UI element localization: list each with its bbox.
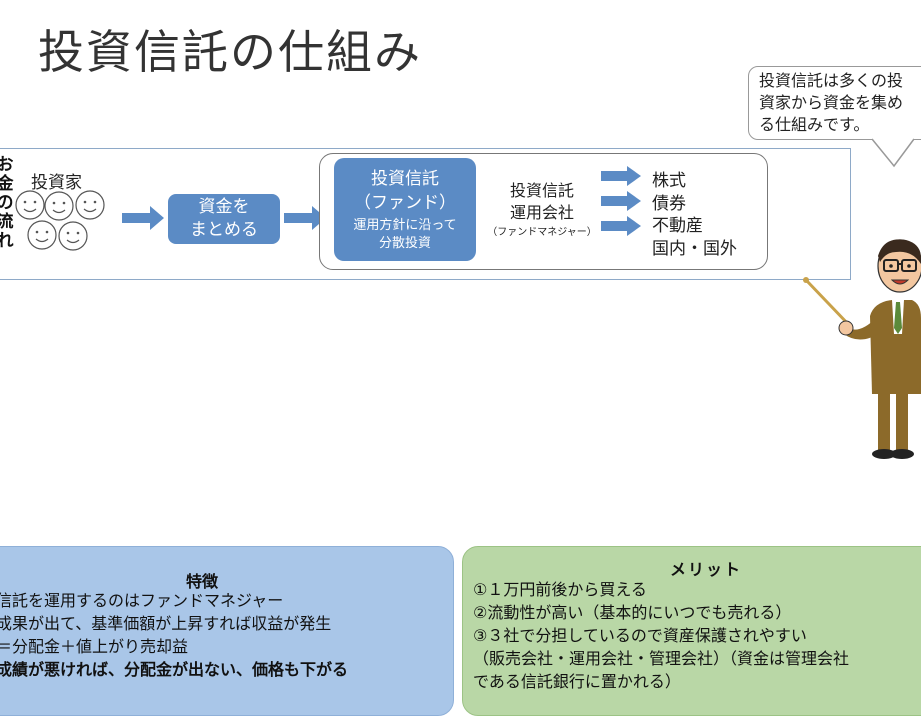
- investment-targets: 株式 債券 不動産 国内・国外: [652, 170, 737, 260]
- investment-trust-box: 投資信託 （ファンド） 運用方針に沿って 分散投資: [334, 158, 476, 261]
- features-title: 特徴: [186, 572, 219, 591]
- features-list: 資信託を運用するのはファンドマネジャー 用成果が出て、基準価額が上昇すれば収益が…: [0, 589, 450, 681]
- speech-bubble: 投資信託は多くの投 資家から資金を集め る仕組みです。: [748, 66, 921, 140]
- page-title: 投資信託の仕組み: [38, 25, 422, 79]
- company-line: 投資信託: [509, 181, 574, 200]
- money-flow-char: 流: [0, 212, 14, 232]
- bubble-line: 資家から資金を集め: [759, 93, 904, 112]
- money-flow-char: の: [0, 193, 14, 213]
- merits-list: ①１万円前後から買える ②流動性が高い（基本的にいつでも売れる） ③３社で分担し…: [473, 578, 849, 693]
- flow-arrow-icon: [122, 206, 164, 230]
- fund-main-line: 投資信託: [371, 168, 439, 189]
- features-panel: [0, 546, 454, 716]
- money-flow-char: 金: [0, 174, 14, 194]
- investor-faces-icon: [15, 190, 105, 251]
- target-item: 債券: [652, 193, 686, 214]
- bubble-line: る仕組みです。: [759, 115, 870, 134]
- target-item: 国内・国外: [652, 238, 737, 259]
- fund-main-line: （ファンド）: [354, 192, 456, 213]
- money-flow-label: お 金 の 流 れ: [0, 156, 16, 251]
- flow-arrow-icon: [284, 206, 326, 230]
- teacher-illustration: [803, 239, 921, 459]
- target-item: 不動産: [652, 216, 703, 236]
- features-item-bold: 用成績が悪ければ、分配金が出ない、価格も下がる: [0, 660, 349, 679]
- target-arrow-icon: [601, 191, 641, 211]
- gather-funds-line: まとめる: [190, 220, 258, 240]
- money-flow-char: れ: [0, 231, 14, 251]
- bubble-line: 投資信託は多くの投: [759, 71, 904, 90]
- investor-label: 投資家: [31, 173, 82, 193]
- merits-item: ①１万円前後から買える: [473, 580, 647, 599]
- features-item: 用成果が出て、基準価額が上昇すれば収益が発生: [0, 614, 332, 633]
- merits-title: メリット: [670, 560, 743, 579]
- speech-bubble-tail: [871, 138, 915, 168]
- merits-item: ③３社で分担しているので資産保護されやすい: [473, 626, 807, 645]
- company-sub: （ファンドマネジャー）: [487, 227, 597, 238]
- features-item: 益＝分配金＋値上がり売却益: [0, 637, 189, 656]
- fund-main-text: 投資信託 （ファンド）: [354, 167, 456, 215]
- merits-item: である信託銀行に置かれる）: [473, 672, 681, 691]
- target-arrow-icon: [601, 216, 641, 236]
- company-line: 運用会社: [509, 203, 574, 222]
- merits-item: ②流動性が高い（基本的にいつでも売れる）: [473, 603, 792, 622]
- fund-sub-line: 運用方針に沿って: [353, 217, 457, 233]
- merits-panel: [462, 546, 921, 716]
- target-item: 株式: [652, 171, 686, 191]
- merits-item: （販売会社・運用会社・管理会社）（資金は管理会社: [473, 649, 850, 668]
- money-flow-char: お: [0, 155, 14, 175]
- fund-sub-text: 運用方針に沿って 分散投資: [353, 217, 456, 253]
- gather-funds-line: 資金を: [198, 197, 250, 217]
- target-arrow-icon: [601, 166, 641, 186]
- features-item: 資信託を運用するのはファンドマネジャー: [0, 591, 284, 610]
- gather-funds-box: 資金を まとめる: [168, 194, 280, 244]
- management-company: 投資信託 運用会社 （ファンドマネジャー）: [483, 180, 601, 240]
- fund-sub-line: 分散投資: [378, 235, 431, 251]
